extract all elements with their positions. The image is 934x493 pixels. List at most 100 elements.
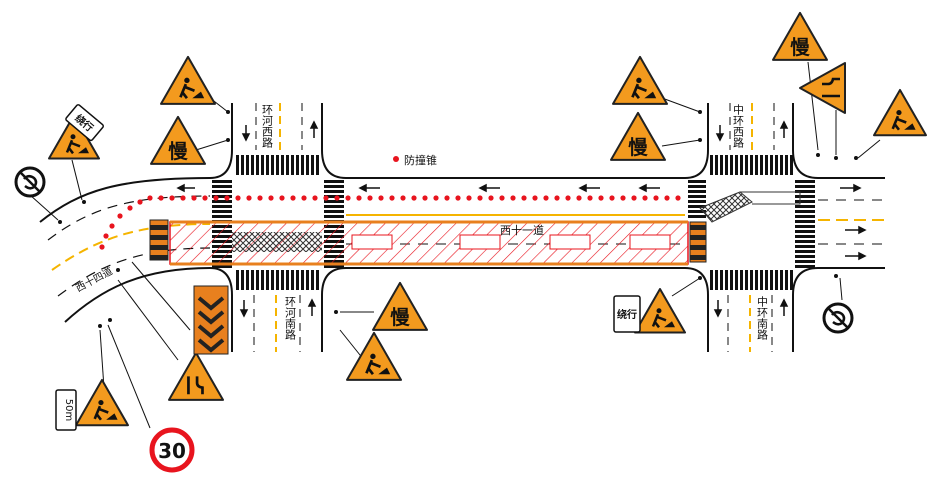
- cone: [99, 244, 105, 250]
- road-label-xishiyidao: 西十一道: [500, 223, 544, 237]
- road-edges: [39, 103, 885, 352]
- crosswalk: [688, 180, 706, 218]
- sign-post-feet: [58, 110, 858, 328]
- detour-plate-right: 绕行: [613, 295, 641, 333]
- cone: [334, 195, 340, 201]
- slow-sign: 慢: [772, 11, 828, 61]
- slow-sign-text: 慢: [628, 136, 648, 159]
- cone: [109, 223, 115, 229]
- cone: [323, 195, 329, 201]
- cone: [587, 195, 593, 201]
- road-label-huanhe-west: 环河西路: [261, 104, 274, 149]
- cone: [378, 195, 384, 201]
- slow-sign-text: 慢: [790, 36, 810, 59]
- slow-sign: 慢: [150, 115, 206, 165]
- cone: [521, 195, 527, 201]
- cone-legend-dot: [393, 156, 399, 162]
- cone-legend-label: 防撞锥: [404, 153, 437, 167]
- road-work-sign: [75, 378, 129, 427]
- cone: [257, 195, 263, 201]
- cone: [675, 195, 681, 201]
- cone: [389, 195, 395, 201]
- cone: [642, 195, 648, 201]
- cone: [246, 195, 252, 201]
- warning-signs: 慢慢慢慢: [14, 11, 927, 427]
- cone-line: [99, 195, 681, 250]
- no-entry-round-sign: [14, 166, 46, 198]
- slow-sign-text: 慢: [390, 306, 410, 329]
- cone: [565, 195, 571, 201]
- speed-limit-sign: 30: [149, 427, 195, 473]
- crosswalk: [236, 270, 319, 290]
- work-zone: [149, 191, 801, 266]
- road-work-sign: [873, 88, 927, 137]
- detour-plate-right-text: 绕行: [617, 308, 637, 321]
- cone: [191, 195, 197, 201]
- lane-lines-cross-roads: [253, 103, 775, 352]
- slow-sign: 慢: [372, 281, 428, 331]
- cone: [224, 195, 230, 201]
- cone: [532, 195, 538, 201]
- speed-limit-value: 30: [158, 439, 186, 463]
- slow-sign-text: 慢: [168, 140, 188, 163]
- sign-leader-lines: [29, 61, 881, 429]
- cone: [554, 195, 560, 201]
- cone: [620, 195, 626, 201]
- cone: [268, 195, 274, 201]
- cone: [631, 195, 637, 201]
- lane-narrows-sign: [168, 351, 224, 401]
- road-work-sign: [160, 55, 216, 105]
- cone: [127, 205, 133, 211]
- cone: [345, 195, 351, 201]
- road-work-sign: [346, 331, 402, 381]
- cone: [411, 195, 417, 201]
- cone: [433, 195, 439, 201]
- crosswalk: [710, 155, 793, 175]
- cone: [290, 195, 296, 201]
- crosswalk: [236, 155, 319, 175]
- cone: [455, 195, 461, 201]
- cone: [169, 195, 175, 201]
- cone: [158, 195, 164, 201]
- traffic-arrows: [176, 120, 867, 318]
- cone: [543, 195, 549, 201]
- cone: [356, 195, 362, 201]
- road-label-huanhe-south: 环河南路: [284, 296, 297, 341]
- cone: [444, 195, 450, 201]
- cone: [279, 195, 285, 201]
- cone: [653, 195, 659, 201]
- cone: [117, 213, 123, 219]
- cone: [422, 195, 428, 201]
- crosswalk: [795, 180, 815, 268]
- road-label-zhonghuan-south: 中环南路: [756, 296, 769, 341]
- cone: [400, 195, 406, 201]
- cone: [180, 195, 186, 201]
- cone: [367, 195, 373, 201]
- cone: [510, 195, 516, 201]
- cone: [598, 195, 604, 201]
- cone: [202, 195, 208, 201]
- cone: [301, 195, 307, 201]
- cone: [477, 195, 483, 201]
- road-label-zhonghuan-west: 中环西路: [732, 104, 745, 149]
- cone: [137, 199, 143, 205]
- detour-plate-left: 绕行: [65, 104, 104, 142]
- cone: [664, 195, 670, 201]
- cone: [312, 195, 318, 201]
- cone: [488, 195, 494, 201]
- road-work-sign: [612, 55, 668, 105]
- cone: [576, 195, 582, 201]
- road-work-sign: [634, 288, 686, 334]
- distance-plate-value: 50m: [63, 399, 74, 421]
- distance-plate-sign: 50m: [55, 389, 77, 431]
- cone: [147, 195, 153, 201]
- cone: [466, 195, 472, 201]
- cone: [103, 233, 109, 239]
- cone: [235, 195, 241, 201]
- chevron-board-sign: [193, 285, 229, 355]
- cone: [499, 195, 505, 201]
- crosswalk: [710, 270, 793, 290]
- lane-narrows-sign: [799, 62, 846, 114]
- no-entry-round-sign: [822, 302, 854, 334]
